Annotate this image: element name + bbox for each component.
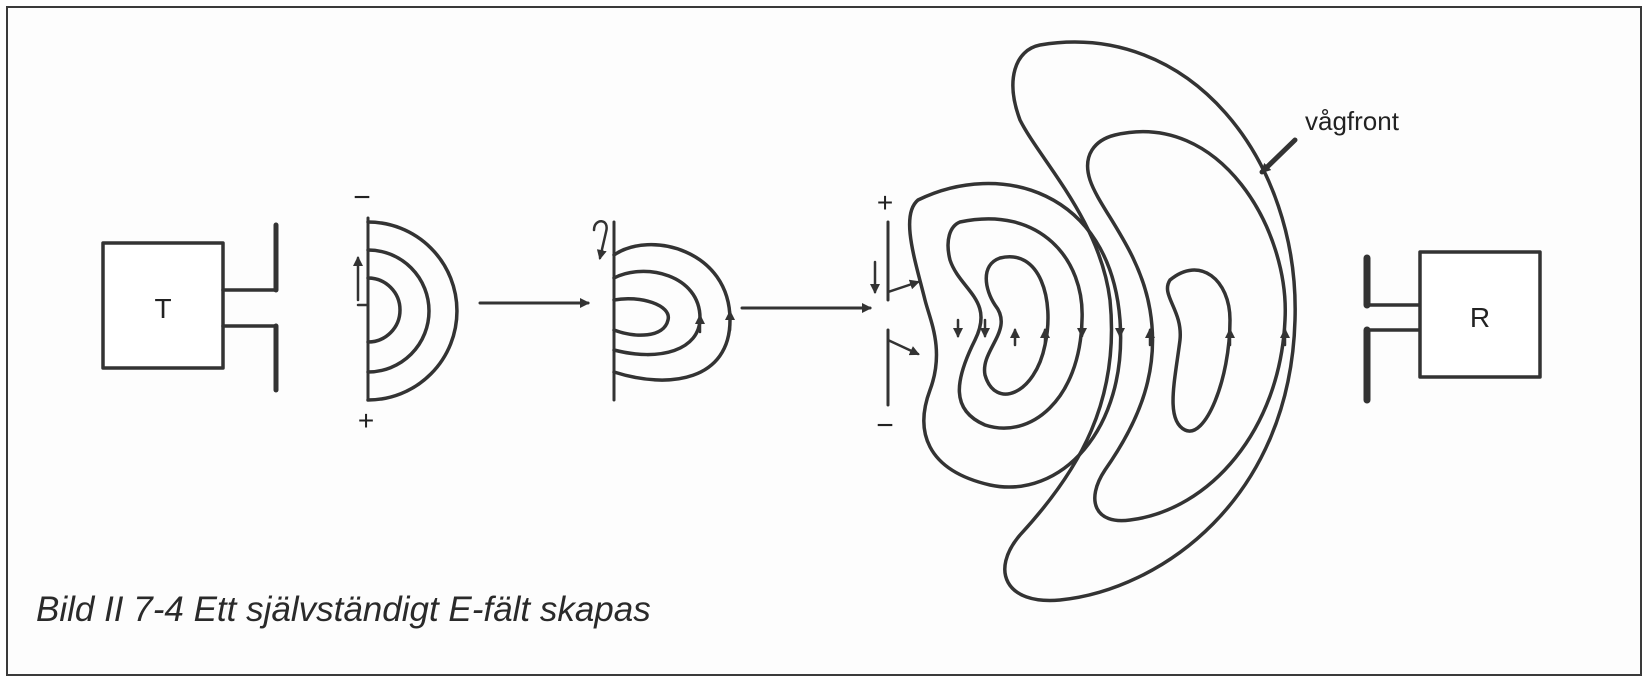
transmitter (101, 222, 279, 393)
transmitter-box (101, 241, 225, 370)
stage1-field-line-outer (366, 220, 459, 402)
stage1-field (353, 216, 459, 402)
stage2-field-line-middle (612, 269, 702, 357)
stage3-wavefront-outer (1003, 40, 1297, 603)
stage3-far-inner-loop (1165, 268, 1232, 433)
stage3-top-sign: + (877, 187, 893, 218)
receiver-box (1418, 250, 1542, 379)
stage3-inner-loop (982, 255, 1050, 396)
stage3-outer-loop (907, 181, 1123, 489)
stage1-top-sign: − (353, 181, 371, 214)
receiver-label: R (1470, 302, 1490, 333)
stage1-bottom-sign: + (358, 405, 374, 436)
stage3-feed-arrow-bottom (886, 338, 920, 356)
stage2-current-arrow (592, 220, 608, 260)
stage3-middle-loop (946, 217, 1084, 430)
stage3-field (870, 40, 1298, 603)
transmitter-label: T (154, 293, 171, 324)
receiver (1363, 250, 1542, 404)
stage3-bottom-sign: − (876, 409, 894, 442)
stage3-far-middle-loop (1085, 129, 1287, 523)
wavefront-pointer-arrow (1259, 137, 1298, 175)
stage2-field-line-inner (612, 297, 670, 337)
stage1-field-line-middle (366, 248, 431, 374)
wavefront-label: vågfront (1305, 106, 1400, 136)
figure-caption: Bild II 7-4 Ett självständigt E-fält ska… (36, 590, 651, 629)
stage1-field-line-inner (366, 276, 402, 344)
stage2-field-line-outer (612, 242, 732, 382)
stage2-field (592, 220, 735, 402)
stage3-feed-arrow-top (886, 279, 920, 294)
